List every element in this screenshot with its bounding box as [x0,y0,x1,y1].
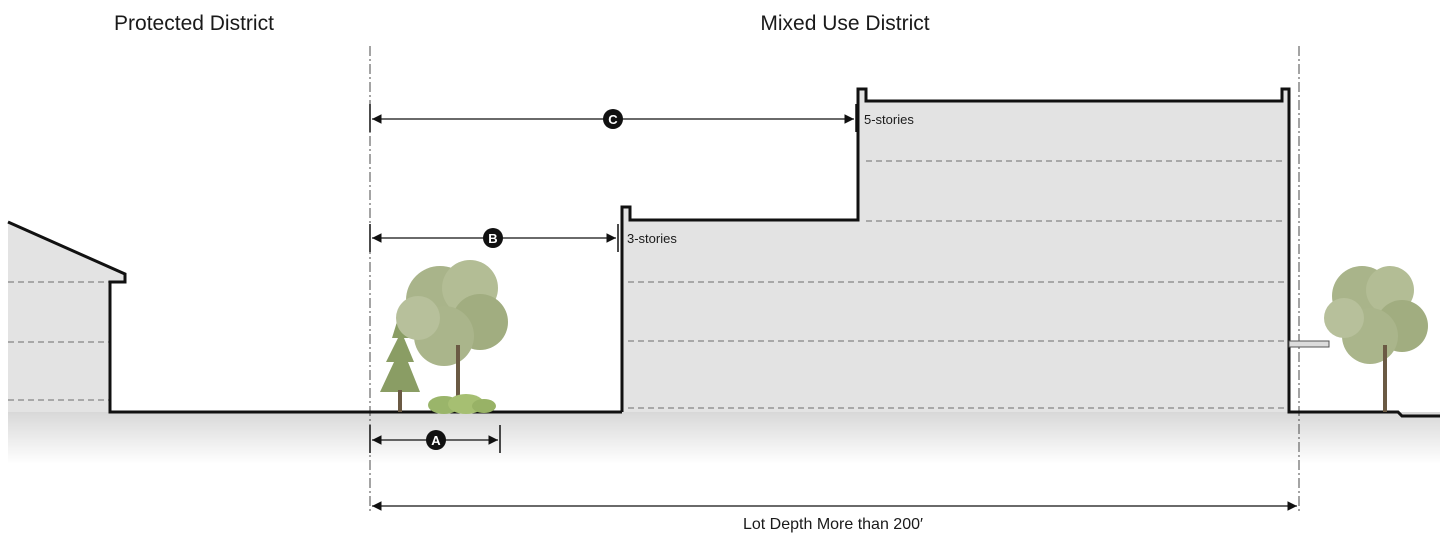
neighbor-floor-lines [8,281,110,401]
dimension-b: B [369,224,619,252]
neighbor-house-fill [8,222,125,412]
dimension-a-letter: A [431,433,441,448]
protected-district-heading: Protected District [114,12,274,35]
dimension-a: A [369,425,501,453]
dimension-c-badge [603,109,623,129]
mixed-use-district-heading: Mixed Use District [760,12,929,35]
deciduous-tree-icon [396,260,508,412]
five-stories-label: 5-stories [864,112,914,127]
dimension-b-letter: B [488,231,497,246]
balcony-slab [1288,340,1330,348]
mixed-use-building-fill [622,89,1289,412]
neighbor-house-outline [7,220,370,414]
dimension-c: C [369,104,857,132]
ground-band [8,412,1440,464]
shrub-icon [428,394,496,414]
mixed-use-building-outline [620,87,1440,418]
building-floor-lines [628,160,1288,409]
conifer-tree-icon [380,312,420,412]
deciduous-tree-icon [1324,266,1428,412]
dimension-b-badge [483,228,503,248]
lot-depth-label: Lot Depth More than 200′ [743,516,923,533]
three-stories-label: 3-stories [627,231,677,246]
dimension-c-letter: C [608,112,618,127]
dimension-a-badge [426,430,446,450]
